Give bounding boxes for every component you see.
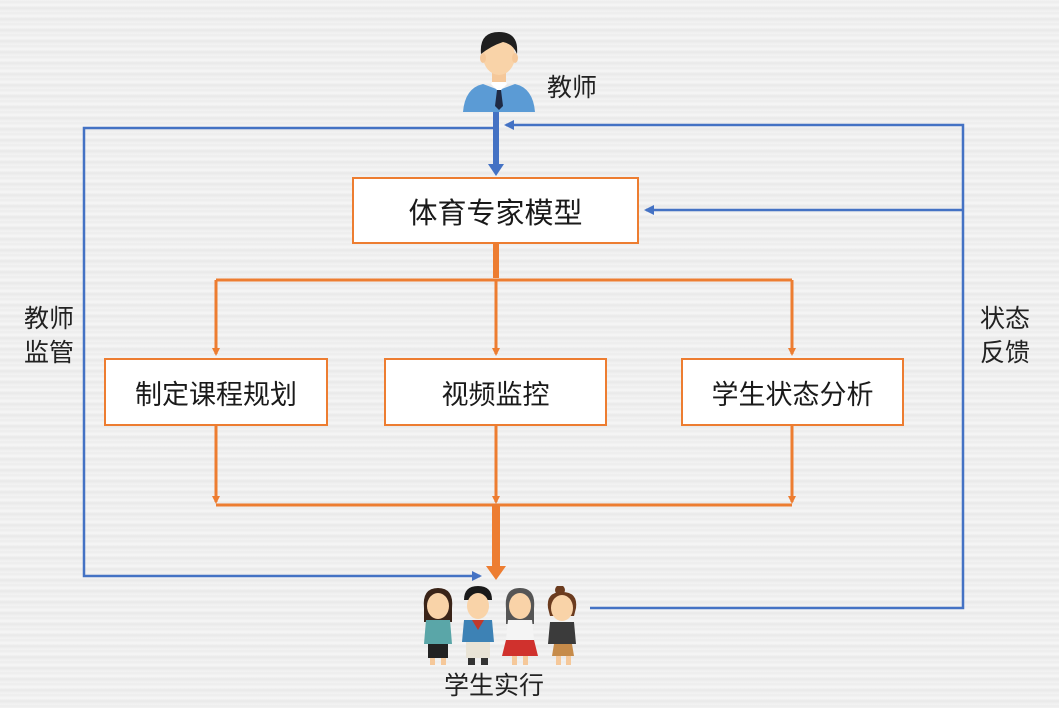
video-monitoring-box: 视频监控	[384, 358, 607, 426]
students-group-icon	[416, 585, 592, 666]
teacher-supervision-label: 教师 监管	[19, 302, 79, 370]
status-feedback-loop	[504, 120, 965, 610]
students-practice-label: 学生实行	[444, 671, 545, 700]
status-feedback-label: 状态 反馈	[975, 302, 1035, 370]
teacher-supervision-line-1: 教师	[23, 304, 74, 333]
teacher-supervision-line-2: 监管	[23, 337, 74, 367]
merge-to-students-arrowhead	[486, 566, 506, 580]
student-status-analysis-label: 学生状态分析	[711, 379, 874, 411]
course-planning-label: 制定课程规划	[135, 379, 297, 411]
student-status-analysis-box: 学生状态分析	[681, 358, 904, 426]
sports-expert-model-box: 体育专家模型	[352, 177, 639, 244]
sports-expert-model-label: 体育专家模型	[408, 195, 583, 230]
status-feedback-line-1: 状态	[979, 304, 1030, 333]
status-feedback-line-2: 反馈	[979, 337, 1030, 367]
teacher-supervision-loop	[82, 126, 496, 581]
teacher-avatar-icon	[459, 26, 539, 112]
course-planning-box: 制定课程规划	[104, 358, 328, 426]
teacher-to-model-arrowhead	[488, 164, 504, 176]
teacher-label: 教师	[547, 73, 598, 102]
video-monitoring-label: 视频监控	[441, 379, 550, 411]
